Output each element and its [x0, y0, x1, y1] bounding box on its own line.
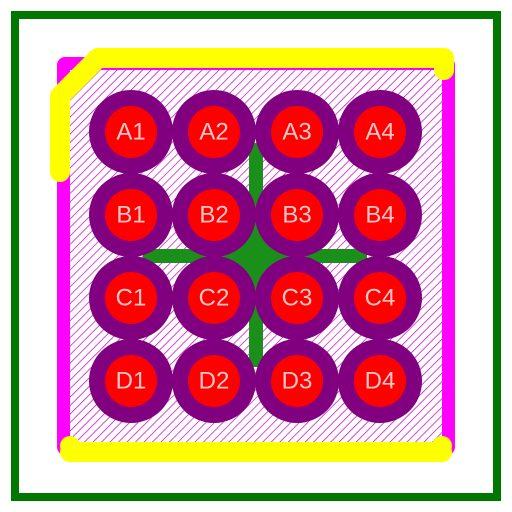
pad-label: A4	[365, 119, 394, 146]
pad-c2: C2	[172, 256, 256, 340]
pad-center	[271, 106, 323, 158]
pad-c3: C3	[255, 256, 339, 340]
pad-a3: A3	[255, 90, 339, 174]
pad-label: C2	[199, 285, 230, 312]
pad-b2: B2	[172, 173, 256, 257]
silkscreen-bottom-right-dot	[432, 436, 452, 456]
pad-center	[354, 106, 406, 158]
pad-center	[105, 272, 157, 324]
pad-a1: A1	[89, 90, 173, 174]
pad-label: D4	[365, 368, 396, 395]
pad-b3: B3	[255, 173, 339, 257]
pad-label: A2	[199, 119, 228, 146]
pad-label: B1	[116, 202, 145, 229]
pad-b4: B4	[338, 173, 422, 257]
pad-label: A1	[116, 119, 145, 146]
pad-center	[188, 355, 240, 407]
pad-label: C3	[282, 285, 313, 312]
pad-c4: C4	[338, 256, 422, 340]
pad-c1: C1	[89, 256, 173, 340]
pad-label: D3	[282, 368, 313, 395]
silkscreen	[50, 48, 454, 462]
pad-label: C1	[116, 285, 147, 312]
pad-label: C4	[365, 285, 396, 312]
pad-label: A3	[282, 119, 311, 146]
courtyard-outline	[11, 11, 501, 501]
pad-b1: B1	[89, 173, 173, 257]
pad-label: B3	[282, 202, 311, 229]
pad-center	[271, 189, 323, 241]
pad-label: B2	[199, 202, 228, 229]
silkscreen-bottom-left-dot	[60, 436, 80, 456]
pad-center	[354, 355, 406, 407]
pad-label: B4	[365, 202, 394, 229]
pad-center	[105, 189, 157, 241]
pad-d2: D2	[172, 339, 256, 423]
pad-center	[188, 106, 240, 158]
pad-label: D2	[199, 368, 230, 395]
pad-center	[188, 189, 240, 241]
pad-center	[271, 272, 323, 324]
pad-a4: A4	[338, 90, 422, 174]
pad-d1: D1	[89, 339, 173, 423]
silkscreen-top-chamfer	[50, 48, 454, 182]
pad-center	[271, 355, 323, 407]
pad-center	[105, 355, 157, 407]
pad-d4: D4	[338, 339, 422, 423]
pad-a2: A2	[172, 90, 256, 174]
pad-label: D1	[116, 368, 147, 395]
pad-d3: D3	[255, 339, 339, 423]
pad-center	[105, 106, 157, 158]
pad-center	[188, 272, 240, 324]
pad-center	[354, 272, 406, 324]
pad-center	[354, 189, 406, 241]
